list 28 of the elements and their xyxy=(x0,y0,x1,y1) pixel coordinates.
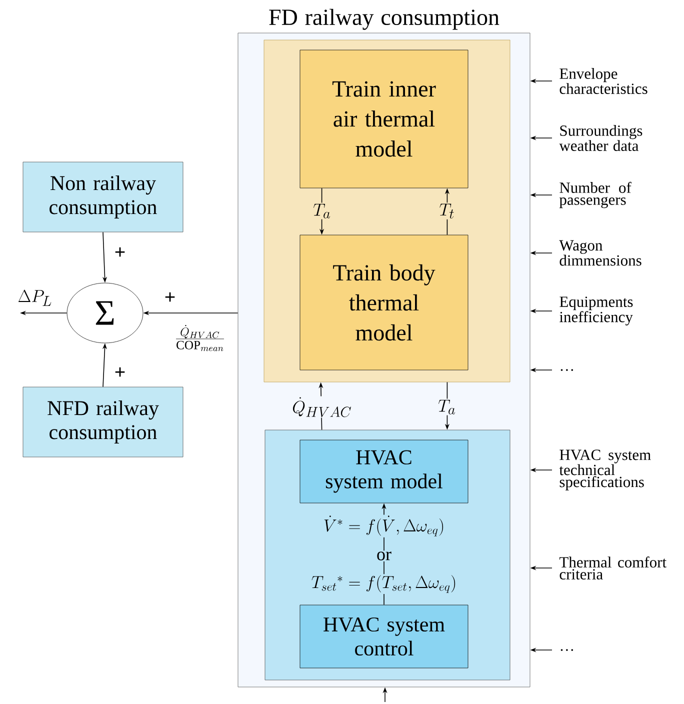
formula-label: $T_{set}{}^{*} = f(T_{set}, \Delta\omega_{eq})$ xyxy=(310,574,458,594)
process-box: Non railway consumption xyxy=(22,162,184,232)
input-label: Wagon dimmensions xyxy=(559,240,642,266)
process-box: Train inner air thermal model xyxy=(300,50,468,188)
input-label: Thermal comfort criteria xyxy=(559,556,666,580)
edge-label: + xyxy=(163,291,177,305)
input-label: Surroundings weather data xyxy=(559,125,642,152)
process-box: NFD railway consumption xyxy=(22,386,184,458)
process-box: HVAC system model xyxy=(300,440,468,504)
edge-label: $\Delta P_{L}$ xyxy=(16,289,54,307)
input-label: … xyxy=(560,369,574,371)
node-label: FD railway consumption xyxy=(269,8,500,30)
edge-label: $T_{t}$ xyxy=(438,202,456,220)
input-label: … xyxy=(560,649,574,651)
edge-label: + xyxy=(113,366,127,380)
edge-label: + xyxy=(113,246,127,260)
edge-label: $\dot{Q}_{HVAC}$ xyxy=(291,396,353,418)
edge-label: $T_{a}$ xyxy=(437,398,457,416)
process-box: Train body thermal model xyxy=(300,234,468,370)
process-box: HVAC system control xyxy=(300,604,468,668)
input-label: Equipments inefficiency xyxy=(560,296,633,326)
formula-label: or xyxy=(376,550,392,562)
input-label: Number of passengers xyxy=(559,182,632,208)
formula-label: $\dot{V}^{*} = f(\dot{V}, \Delta\omega_{eq})$ xyxy=(322,514,446,538)
input-label: HVAC system technical specifications xyxy=(559,450,651,490)
formula-label: $\frac{\dot{Q}_{HVAC}}{\mathrm{COP}_{mean}}$ xyxy=(174,324,226,352)
edge-label: $T_{a}$ xyxy=(312,202,332,220)
input-label: Envelope characteristics xyxy=(560,68,648,94)
